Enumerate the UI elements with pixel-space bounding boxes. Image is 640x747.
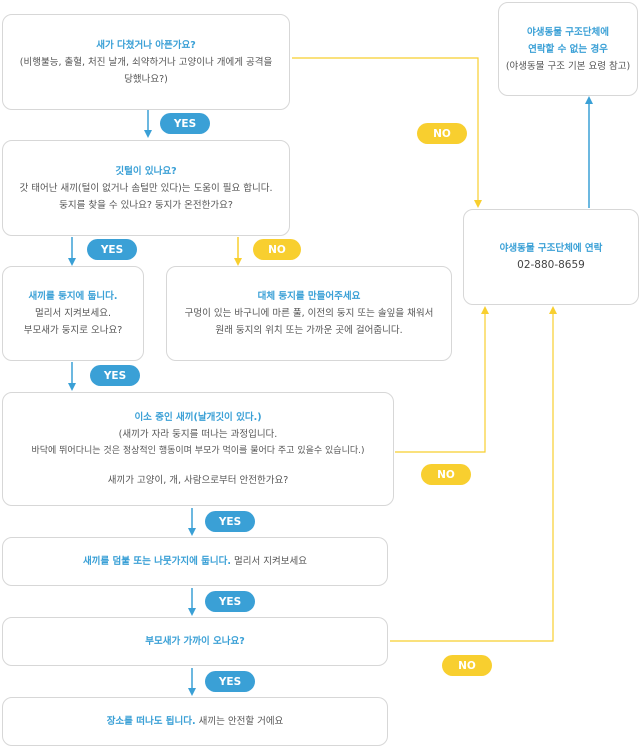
bush-title: 새끼를 덤불 또는 나뭇가지에 둡니다. <box>83 556 231 567</box>
box-bush: 새끼를 덤불 또는 나뭇가지에 둡니다. 멀리서 지켜보세요 <box>2 537 388 586</box>
leave-text: 새끼는 안전할 거에요 <box>195 716 284 727</box>
box-injured: 새가 다쳤거나 아픈가요? (비행불능, 출혈, 처진 날개, 쇠약하거나 고양… <box>2 14 290 110</box>
unreachable-title-1: 야생동물 구조단체에 <box>527 26 609 38</box>
yes-badge-1: YES <box>160 113 210 134</box>
contact-title: 야생동물 구조단체에 연락 <box>499 243 603 254</box>
fledgling-line-1: (새끼가 자라 둥지를 떠나는 과정입니다. <box>118 429 278 440</box>
arrow-injured-to-contact <box>292 57 482 208</box>
box-unreachable: 야생동물 구조단체에 연락할 수 없는 경우 (야생동물 구조 기본 요령 참고… <box>498 2 638 96</box>
yes-badge-5: YES <box>205 591 255 612</box>
arrow-parent-to-contact <box>390 306 557 642</box>
no-badge-altnest: NO <box>253 239 301 260</box>
fledgling-question: 새끼가 고양이, 개, 사람으로부터 안전한가요? <box>107 475 289 486</box>
box-fledgling: 이소 중인 새끼(날개깃이 있다.) (새끼가 자라 둥지를 떠나는 과정입니다… <box>2 392 394 506</box>
parent-near-title: 부모새가 가까이 오나요? <box>145 636 245 647</box>
return-nest-line-2: 부모새가 둥지로 오나요? <box>23 325 123 336</box>
injured-line-1: (비행불능, 출혈, 처진 날개, 쇠약하거나 고양이나 개에게 공격을 <box>19 56 273 68</box>
injured-title: 새가 다쳤거나 아픈가요? <box>96 39 196 51</box>
yes-badge-6: YES <box>205 671 255 692</box>
no-badge-injured: NO <box>417 123 467 144</box>
feathers-title: 깃털이 있나요? <box>115 165 177 177</box>
box-alt-nest: 대체 둥지를 만들어주세요 구멍이 있는 바구니에 마른 풀, 이전의 둥지 또… <box>166 266 452 361</box>
return-nest-line-1: 멀리서 지켜보세요. <box>35 308 111 319</box>
contact-phone: 02-880-8659 <box>517 259 585 271</box>
unreachable-title-2: 연락할 수 없는 경우 <box>528 43 608 55</box>
box-return-nest: 새끼를 둥지에 둡니다. 멀리서 지켜보세요. 부모새가 둥지로 오나요? <box>2 266 144 361</box>
box-parent-near: 부모새가 가까이 오나요? <box>2 617 388 666</box>
alt-nest-line-1: 구멍이 있는 바구니에 마른 풀, 이전의 둥지 또는 솔잎을 채워서 <box>184 308 434 319</box>
box-contact: 야생동물 구조단체에 연락 02-880-8659 <box>463 209 639 305</box>
box-leave: 장소를 떠나도 됩니다. 새끼는 안전할 거에요 <box>2 697 388 746</box>
no-badge-parent: NO <box>442 655 492 676</box>
no-badge-fledgling: NO <box>421 464 471 485</box>
leave-title: 장소를 떠나도 됩니다. <box>106 716 196 727</box>
fledgling-title: 이소 중인 새끼(날개깃이 있다.) <box>134 412 262 423</box>
return-nest-title: 새끼를 둥지에 둡니다. <box>28 291 118 302</box>
box-feathers: 깃털이 있나요? 갓 태어난 새끼(털이 없거나 솜털만 있다)는 도움이 필요… <box>2 140 290 236</box>
injured-line-2: 당했나요?) <box>124 73 168 85</box>
bush-text: 멀리서 지켜보세요 <box>230 556 307 567</box>
arrow-fledgling-to-contact <box>395 306 489 453</box>
alt-nest-line-2: 원래 둥지의 위치 또는 가까운 곳에 걸어줍니다. <box>215 325 403 336</box>
yes-badge-4: YES <box>205 511 255 532</box>
unreachable-note: (야생동물 구조 기본 요령 참고) <box>505 60 631 72</box>
feathers-line-1: 갓 태어난 새끼(털이 없거나 솜털만 있다)는 도움이 필요 합니다. <box>19 182 273 194</box>
yes-badge-3: YES <box>90 365 140 386</box>
feathers-line-2: 둥지를 찾을 수 있나요? 둥지가 온전한가요? <box>59 199 233 211</box>
fledgling-line-2: 바닥에 뛰어다니는 것은 정상적인 행동이며 부모가 먹이를 물어다 주고 있을… <box>31 446 365 456</box>
yes-badge-2: YES <box>87 239 137 260</box>
alt-nest-title: 대체 둥지를 만들어주세요 <box>257 291 361 302</box>
